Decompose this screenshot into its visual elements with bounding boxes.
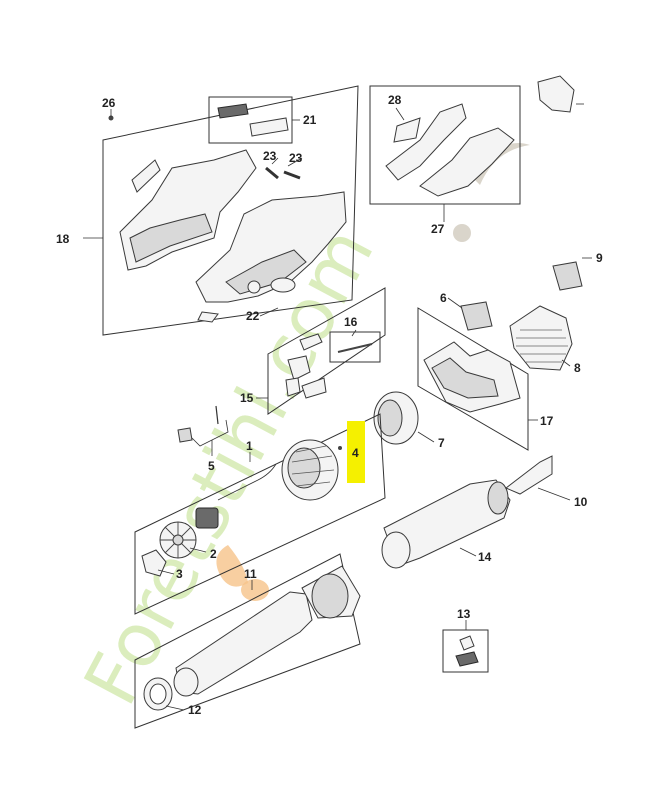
watermark-orange-blob bbox=[216, 545, 248, 587]
part-5-pin bbox=[215, 405, 219, 425]
label-part-11[interactable]: 11 bbox=[244, 567, 257, 581]
part-27-handle-lower bbox=[419, 127, 515, 197]
label-part-22[interactable]: 22 bbox=[246, 309, 260, 323]
part-15-lever-top bbox=[299, 333, 323, 351]
part-27-handle-upper bbox=[385, 103, 467, 181]
group-part-13 bbox=[442, 629, 489, 673]
frame-21 bbox=[208, 96, 293, 144]
housing-label-plate bbox=[131, 159, 161, 193]
label-part-4[interactable]: 4 bbox=[352, 446, 359, 460]
frame-15 bbox=[267, 287, 386, 415]
part-14-tube-mouth bbox=[381, 531, 411, 569]
label-part-8[interactable]: 8 bbox=[574, 361, 581, 375]
part-1-wire bbox=[217, 463, 277, 501]
part-5-clip bbox=[177, 427, 193, 443]
group-blow-tube bbox=[381, 479, 511, 569]
part-28-label bbox=[393, 117, 421, 143]
part-15-switch bbox=[287, 355, 311, 381]
label-part-9[interactable]: 9 bbox=[596, 251, 603, 265]
part-number-labels: 26 21 23 23 18 22 28 27 9 6 8 16 15 17 7… bbox=[56, 93, 603, 717]
part-23-pin-a bbox=[265, 166, 279, 180]
part-12-ring-hole bbox=[149, 683, 167, 705]
frame-11 bbox=[134, 553, 361, 729]
part-10-tip bbox=[505, 455, 553, 495]
part-13-key bbox=[455, 651, 479, 667]
label-part-6[interactable]: 6 bbox=[440, 291, 447, 305]
part-8-grille-lines bbox=[516, 329, 568, 363]
label-part-28[interactable]: 28 bbox=[388, 93, 402, 107]
part-7-housing-inner bbox=[377, 399, 403, 437]
label-part-17[interactable]: 17 bbox=[540, 414, 554, 428]
part-2-fan-hub bbox=[172, 534, 184, 546]
group-fan-housing bbox=[373, 391, 419, 445]
label-part-3[interactable]: 3 bbox=[176, 567, 183, 581]
group-switch bbox=[267, 287, 386, 415]
frame-13 bbox=[442, 629, 489, 673]
part-2-board bbox=[195, 507, 219, 529]
part-9-clip bbox=[552, 261, 583, 291]
label-part-2[interactable]: 2 bbox=[210, 547, 217, 561]
group-nozzle bbox=[134, 553, 361, 729]
part-21-upper bbox=[217, 103, 249, 119]
part-3-bearing bbox=[141, 549, 167, 577]
label-part-12[interactable]: 12 bbox=[188, 703, 202, 717]
group-fan-shroud bbox=[417, 307, 529, 451]
label-part-10[interactable]: 10 bbox=[574, 495, 588, 509]
group-handle-housing bbox=[102, 85, 359, 336]
trigger-module bbox=[537, 75, 575, 113]
housing-foot bbox=[197, 311, 219, 323]
watermark-orange-dot bbox=[241, 579, 269, 601]
label-part-14[interactable]: 14 bbox=[478, 550, 492, 564]
label-part-5[interactable]: 5 bbox=[208, 459, 215, 473]
housing-right-shell bbox=[195, 191, 347, 303]
part-11-outlet-ring bbox=[311, 573, 349, 619]
part-21-cover bbox=[249, 117, 289, 137]
label-part-7[interactable]: 7 bbox=[438, 436, 445, 450]
label-part-15[interactable]: 15 bbox=[240, 391, 254, 405]
label-part-18[interactable]: 18 bbox=[56, 232, 70, 246]
part-11-nozzle-mouth bbox=[173, 667, 199, 697]
part-16-rod bbox=[337, 343, 373, 353]
part-23-pin-b bbox=[283, 170, 301, 180]
label-part-27[interactable]: 27 bbox=[431, 222, 445, 236]
housing-screw-boss bbox=[247, 280, 261, 294]
part-1-coil-lines bbox=[291, 445, 335, 487]
watermark-grey-swoosh bbox=[470, 143, 530, 185]
part-26-screw bbox=[108, 115, 114, 121]
part-15-latch bbox=[301, 377, 327, 399]
part-4-screw bbox=[338, 446, 342, 450]
label-part-16[interactable]: 16 bbox=[344, 315, 358, 329]
stihl-logo-badge bbox=[270, 277, 296, 293]
group-motor bbox=[134, 413, 386, 615]
part-17-shroud-inner bbox=[431, 357, 499, 399]
label-part-1[interactable]: 1 bbox=[246, 439, 253, 453]
housing-left-grip bbox=[129, 213, 213, 263]
label-part-23b[interactable]: 23 bbox=[289, 151, 303, 165]
label-part-21[interactable]: 21 bbox=[303, 113, 317, 127]
group-handle-top bbox=[369, 75, 575, 205]
frame-27 bbox=[369, 85, 521, 205]
part-6-filter bbox=[460, 301, 493, 331]
leader-lines bbox=[83, 103, 592, 711]
frame-16 bbox=[329, 331, 381, 363]
part-14-tube-end bbox=[487, 481, 509, 515]
group-right-parts bbox=[460, 261, 583, 371]
part-15-clip bbox=[285, 377, 301, 397]
label-part-26[interactable]: 26 bbox=[102, 96, 116, 110]
part-13-cap bbox=[459, 635, 475, 651]
group-part-5 bbox=[177, 405, 229, 447]
watermark-grey-dot-1 bbox=[453, 224, 471, 242]
highlight-part-4 bbox=[347, 421, 365, 483]
part-1-motor-end bbox=[287, 447, 321, 489]
frame-18 bbox=[102, 85, 359, 336]
label-part-23a[interactable]: 23 bbox=[263, 149, 277, 163]
label-part-13[interactable]: 13 bbox=[457, 607, 471, 621]
housing-right-vent bbox=[225, 249, 307, 295]
part-5-spring bbox=[191, 419, 229, 447]
